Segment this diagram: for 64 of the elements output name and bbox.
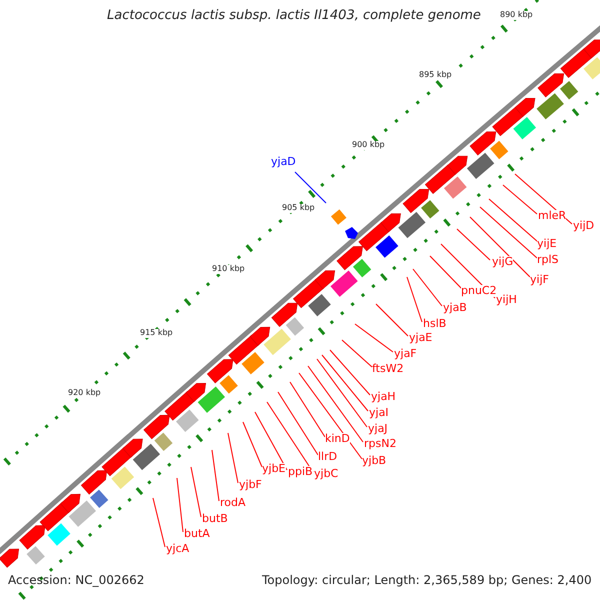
- gene-label: yjaH: [371, 391, 396, 404]
- leader-line: [152, 498, 166, 548]
- scale-label: 915 kbp: [140, 329, 173, 338]
- gene-label: ppiB: [288, 466, 313, 478]
- leader-line: [412, 268, 442, 306]
- gene-label: yjaI: [369, 407, 389, 420]
- gene-label: yijE: [537, 238, 557, 250]
- leader-line: [322, 354, 368, 412]
- leader-line: [376, 304, 408, 336]
- gene-label: hslB: [423, 318, 446, 330]
- leader-line: [298, 372, 362, 460]
- gene-label: yjaE: [409, 332, 432, 344]
- leader-line: [488, 198, 538, 242]
- gene-label: yjaF: [394, 348, 417, 360]
- leader-line: [502, 184, 538, 214]
- genome-info-text: Topology: circular; Length: 2,365,589 bp; Genes: 2,400: [262, 574, 592, 588]
- gene-label: yijD: [573, 220, 594, 232]
- scale-label: 910 kbp: [212, 265, 245, 274]
- gene-label: ftsW2: [372, 363, 404, 376]
- leader-line: [430, 256, 462, 290]
- leader-line: [308, 366, 364, 442]
- gene-label: pnuC2: [461, 285, 497, 298]
- leader-line: [470, 216, 530, 278]
- gene-label: yijF: [530, 274, 549, 286]
- leader-line: [354, 324, 394, 352]
- leader-line: [456, 228, 490, 260]
- leader-line: [290, 382, 326, 438]
- gene-label: yijG: [492, 256, 514, 268]
- leader-line: [212, 450, 220, 502]
- gene-label: butB: [202, 513, 228, 526]
- leader-line: [406, 276, 422, 322]
- gene-label: yjbC: [314, 468, 338, 480]
- gene-label: yjaB: [443, 302, 467, 314]
- accession-text: Accession: NC_002662: [8, 574, 144, 588]
- gene-label: mleR: [538, 210, 566, 222]
- gene-label: kinD: [325, 433, 350, 446]
- gene-label: rplS: [537, 254, 559, 266]
- leader-line: [254, 412, 288, 470]
- gene-label: yjaD: [271, 156, 296, 168]
- gene-label: yjbE: [262, 463, 286, 476]
- scale-label: 900 kbp: [352, 141, 385, 150]
- title: Lactococcus lactis subsp. lactis Il1403, complete genome: [107, 9, 481, 24]
- leader-line: [294, 172, 326, 204]
- leader-line: [190, 466, 202, 518]
- gene-label: yjbF: [239, 479, 262, 492]
- gene-label: rodA: [220, 497, 246, 510]
- gene-label: yjaJ: [368, 423, 388, 436]
- gene-label: rpsN2: [364, 438, 396, 450]
- gene-label: butA: [184, 528, 210, 540]
- leader-line: [228, 432, 238, 484]
- leader-line: [176, 478, 184, 532]
- scale-label: 920 kbp: [68, 389, 101, 398]
- scale-label: 905 kbp: [282, 204, 315, 213]
- gene-label: yijH: [496, 294, 517, 306]
- leader-line: [330, 350, 370, 396]
- leader-line: [242, 422, 262, 468]
- gene-label: yjbB: [362, 455, 386, 468]
- scale-label: 890 kbp: [500, 11, 533, 20]
- leader-line: [480, 206, 538, 258]
- leader-line: [342, 340, 372, 368]
- gene-label: yjcA: [166, 543, 190, 556]
- scale-label: 895 kbp: [419, 71, 452, 80]
- leader-line: [316, 358, 368, 428]
- leader-line: [278, 392, 318, 456]
